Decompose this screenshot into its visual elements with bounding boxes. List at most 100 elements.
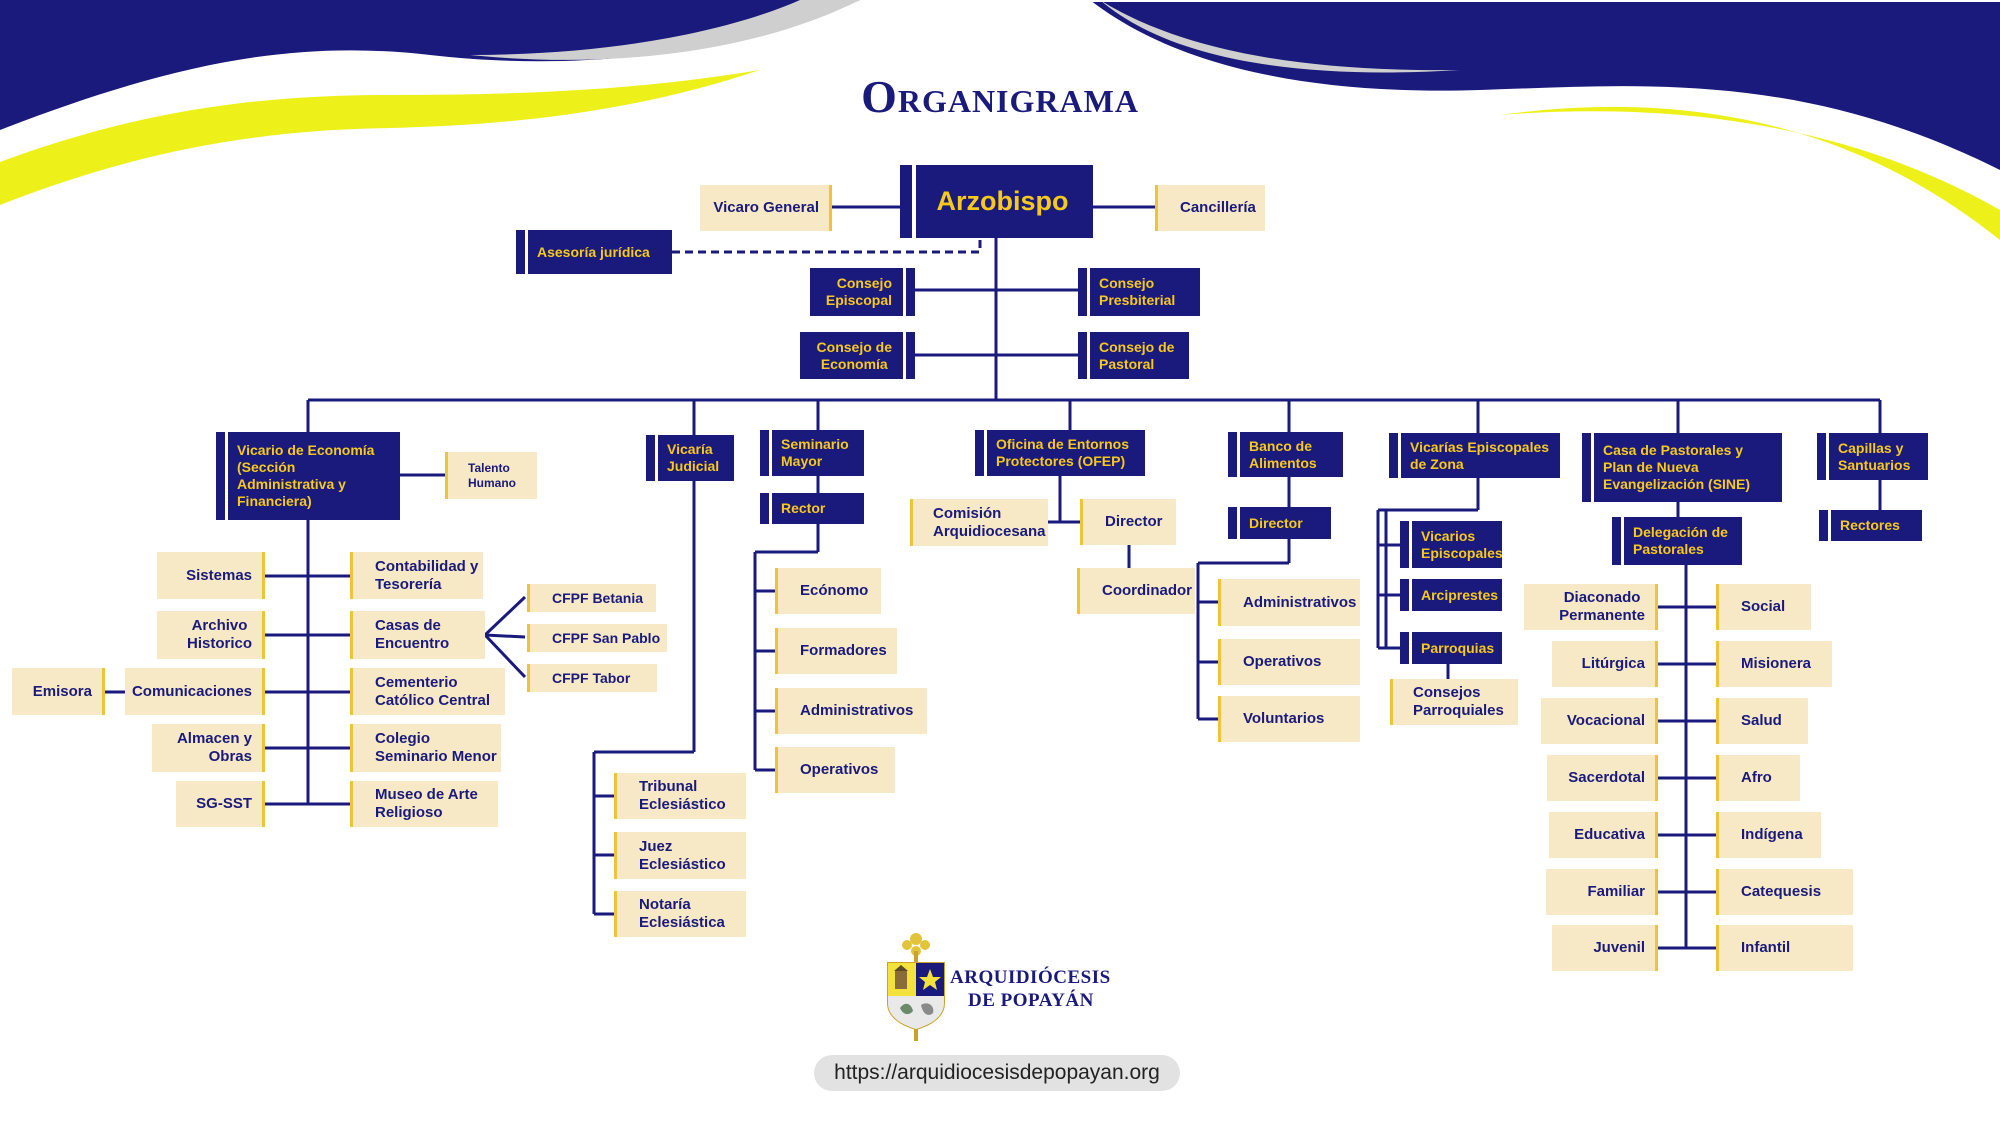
node-label-line1: Colegio (375, 730, 430, 747)
node-economo: Ecónomo (775, 568, 881, 614)
node-label: Director (1105, 513, 1163, 530)
node-label: Arciprestes (1421, 586, 1499, 603)
coat-of-arms-icon (887, 933, 945, 1041)
node-label: Administrativos (1243, 593, 1357, 611)
node-label-line1: Casa de Pastorales y (1603, 442, 1744, 459)
node-cancilleria: Cancillería (1155, 185, 1265, 231)
node-label-line2: Episcopal (825, 292, 892, 308)
node-juvenil: Juvenil (1552, 925, 1658, 971)
node-label: Ecónomo (800, 582, 869, 599)
node-label: Catequesis (1741, 883, 1822, 900)
node-label-line3: Administrativa y (237, 476, 346, 492)
node-label: Coordinador (1102, 582, 1192, 599)
wave-right-yellow (1500, 106, 2000, 240)
node-label-line2: Eclesiástico (639, 796, 726, 813)
node-parroquias: Parroquias (1400, 632, 1502, 664)
node-label-line2: Encuentro (375, 635, 450, 652)
node-label-line2: Protectores (OFEP) (996, 453, 1126, 469)
node-cfpf-betania: CFPF Betania (527, 584, 656, 612)
node-label-line1: Archivo (191, 617, 248, 634)
node-arciprestes: Arciprestes (1400, 579, 1502, 611)
wave-left-yellow (0, 70, 760, 205)
node-label-line2: Historico (186, 635, 252, 652)
node-label: Indígena (1741, 826, 1803, 843)
node-label-line1: Comisión (933, 504, 1002, 522)
node-label-line2: Católico Central (375, 691, 491, 709)
node-label-line2: de Zona (1410, 455, 1464, 472)
node-rectores: Rectores (1819, 510, 1922, 541)
node-misionera: Misionera (1716, 641, 1832, 687)
node-label-line2: Plan de Nueva (1603, 459, 1699, 476)
node-label-line4: Financiera) (237, 492, 312, 509)
node-label: Rectores (1840, 517, 1900, 534)
node-label-line2: Arquidiocesana (933, 522, 1046, 540)
logo-title-line2: DE POPAYÁN (968, 990, 1094, 1011)
node-administrativos-banco: Administrativos (1218, 579, 1360, 626)
node-label-line1: Notaría (639, 896, 691, 913)
node-comunicaciones: Comunicaciones (125, 668, 265, 715)
node-label: Operativos (800, 761, 879, 778)
node-label: Sistemas (186, 566, 252, 584)
node-label-line1: Vicario de Economía (237, 442, 375, 459)
node-director-ofep: Director (1080, 499, 1176, 545)
node-label: Emisora (32, 682, 92, 700)
node-label-line1: Delegación de (1633, 524, 1728, 541)
node-label-line1: Consejo (1099, 275, 1155, 292)
node-label-line2: Parroquiales (1413, 702, 1504, 719)
node-label: Asesoría jurídica (537, 243, 650, 260)
node-label: Administrativos (800, 702, 914, 719)
node-label-line2: Eclesiástica (639, 914, 725, 931)
node-salud: Salud (1716, 698, 1808, 744)
wave-right-navy (1090, 0, 2000, 170)
node-label: CFPF Betania (552, 589, 644, 606)
node-label-line1: Juez (639, 837, 673, 855)
node-label-line1: Oficina de Entornos (996, 436, 1130, 453)
node-formadores: Formadores (775, 628, 897, 674)
website-link[interactable]: https://arquidiocesisdepopayan.org (814, 1055, 1180, 1091)
node-label-line2: Pastorales (1633, 541, 1704, 557)
node-arzobispo: Arzobispo (900, 165, 1093, 238)
node-label-line1: Diaconado (1563, 589, 1641, 606)
node-cfpf-tabor: CFPF Tabor (527, 664, 657, 692)
node-label-line1: Vicarías Episcopales (1410, 438, 1550, 455)
node-administrativos-seminario: Administrativos (775, 688, 927, 734)
node-label: Formadores (800, 642, 887, 659)
node-director-banco: Director (1228, 507, 1331, 539)
node-label: Familiar (1587, 883, 1645, 900)
node-afro: Afro (1716, 755, 1800, 801)
node-label: Operativos (1243, 653, 1322, 670)
node-sg-sst: SG-SST (176, 781, 265, 827)
node-label-line2: Pastoral (1099, 355, 1155, 372)
node-familiar: Familiar (1546, 869, 1658, 915)
node-label: Juvenil (1593, 939, 1645, 956)
node-cfpf-san-pablo: CFPF San Pablo (527, 624, 667, 652)
node-label: Vicaro General (713, 199, 819, 216)
node-label: Parroquias (1421, 639, 1495, 656)
node-label-line1: Vicaría (667, 441, 713, 458)
node-label: Rector (781, 500, 826, 517)
node-label-line2: Permanente (1559, 607, 1645, 624)
node-label: Salud (1741, 712, 1782, 729)
node-label-line1: Vicarios (1421, 527, 1476, 544)
node-label-line1: Cementerio (375, 673, 458, 691)
node-voluntarios-banco: Voluntarios (1218, 696, 1360, 742)
node-emisora: Emisora (12, 668, 105, 715)
node-label: CFPF San Pablo (552, 629, 661, 646)
node-label: Educativa (1574, 826, 1645, 843)
node-label: Voluntarios (1243, 710, 1325, 727)
